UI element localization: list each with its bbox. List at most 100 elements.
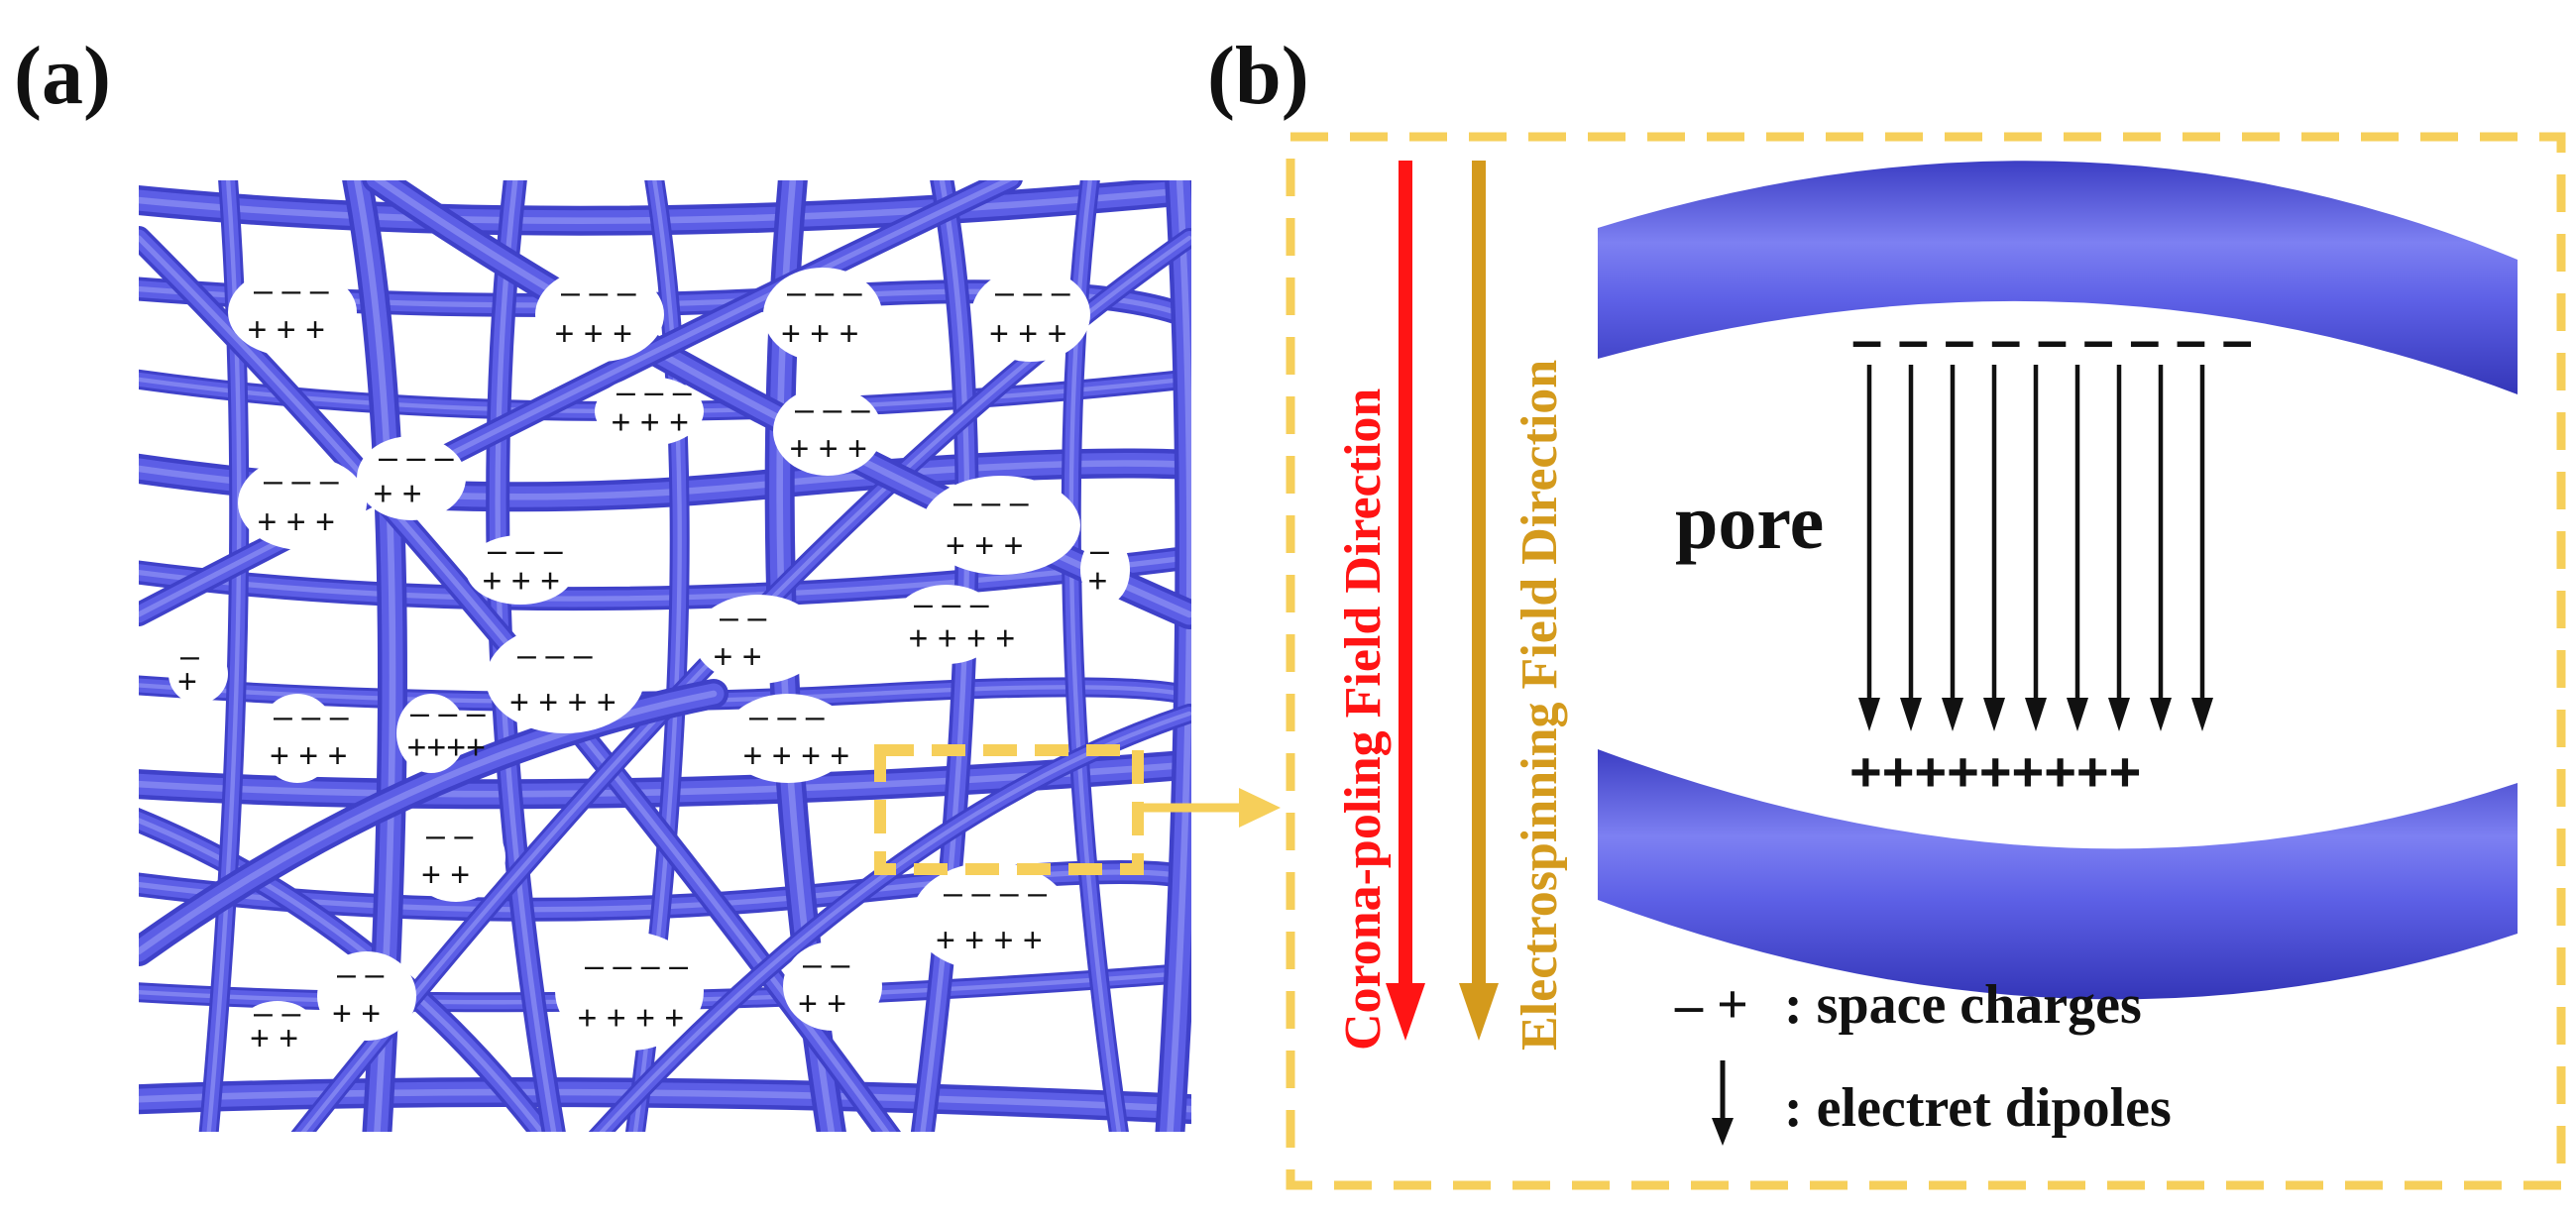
electret-dipole-arrowhead	[2067, 698, 2088, 731]
pore-positive-charges: + + +	[781, 315, 858, 353]
pore-charges: – – –+ + +– – –+ + +– – –+ + +– – –+ + +…	[168, 268, 1130, 1060]
fiber-strand-highlight	[139, 235, 890, 1132]
zoomed-pore-frame	[1286, 132, 2566, 1190]
fiber-strand-highlight	[139, 690, 718, 955]
pore-negative-charges: – – –	[254, 272, 329, 309]
fiber-pore	[773, 387, 882, 476]
zoom-selection-box	[874, 744, 1144, 875]
fiber-pore	[258, 694, 337, 783]
pore-positive-charges: + + +	[258, 503, 335, 541]
panel-b-label: (b)	[1207, 30, 1309, 122]
electret-dipole-arrows	[1858, 365, 2213, 731]
electret-dipole-arrowhead	[1983, 698, 2005, 731]
pore-negative-charges: – – – –	[944, 874, 1047, 912]
fiber-strand-highlight	[920, 180, 970, 1132]
fiber-pore	[595, 377, 704, 446]
corona-field-label: Corona-poling Field Direction	[1335, 388, 1392, 1051]
top-negative-charge-row: – – – – – – – – –	[1851, 308, 2253, 371]
pore-negative-charges: – – –	[274, 698, 349, 735]
electret-dipole-arrowhead	[2025, 698, 2047, 731]
pore-negative-charges: – – –	[787, 274, 862, 311]
fiber-pore	[892, 585, 1001, 664]
fiber-strand-highlight	[139, 186, 1191, 225]
pore-negative-charges: – – –	[379, 438, 454, 476]
pore-positive-charges: + + +	[483, 562, 560, 600]
legend-space-charge-symbols: – +	[1674, 974, 1748, 1036]
pore-negative-charges: – – –	[995, 274, 1070, 311]
fiber-pore	[238, 456, 367, 550]
pore-negative-charges: – – –	[517, 636, 593, 674]
electrospinning-field-arrowhead	[1459, 983, 1499, 1041]
bottom-positive-charge-row: +++++++++	[1849, 740, 2141, 803]
electret-dipole-arrowhead	[1942, 698, 1963, 731]
electret-dipole-arrowhead	[2150, 698, 2172, 731]
pore-negative-charges: – – –	[749, 698, 825, 735]
pore-positive-charges: + +	[250, 1020, 298, 1057]
electret-dipole-arrowhead	[2191, 698, 2213, 731]
fiber-pore	[396, 694, 466, 773]
top-space-charges: – – – – – – – – –	[1851, 308, 2253, 371]
pore-label: pore	[1675, 479, 1824, 565]
pore-positive-charges: + + +	[989, 315, 1066, 353]
electret-dipole-arrowhead	[1858, 698, 1880, 731]
pore-positive-charges: + + +	[946, 527, 1023, 565]
fiber-pore	[912, 862, 1070, 971]
fiber-pore	[486, 624, 644, 733]
pore-negative-charges: – – – –	[585, 947, 688, 985]
corona-field-arrowhead	[1386, 983, 1425, 1041]
pore-positive-charges: + + +	[790, 430, 867, 468]
pore-positive-charges: +	[1088, 562, 1108, 600]
pore-positive-charges: + +	[714, 638, 762, 676]
fiber-pore	[694, 595, 823, 684]
pore-positive-charges: ++++	[407, 729, 486, 767]
fiber-network-panel: – – –+ + +– – –+ + +– – –+ + +– – –+ + +…	[139, 180, 1191, 1132]
zoom-connector-arrowhead	[1239, 788, 1281, 828]
bottom-fiber	[1598, 749, 2518, 1000]
fiber-strand-highlight	[139, 554, 1191, 602]
pore-negative-charges: – – –	[914, 585, 989, 622]
pore-positive-charges: + + + +	[578, 999, 685, 1037]
fiber-pore	[406, 813, 505, 902]
pore-positive-charges: + + + +	[743, 737, 850, 775]
fiber-pore	[724, 694, 852, 783]
pore-negative-charges: – – –	[264, 462, 339, 499]
fiber-strand-highlight	[139, 818, 545, 1132]
pore-negative-charges: – –	[803, 945, 849, 983]
pore-negative-charges: – – –	[616, 374, 692, 411]
pore-positive-charges: + + +	[555, 315, 632, 353]
fiber-pore	[228, 268, 357, 357]
electrospinning-field-label: Electrospinning Field Direction	[1512, 360, 1568, 1051]
fiber-strand-highlight	[139, 180, 1013, 617]
pore-negative-charges: – – –	[488, 532, 563, 570]
pore-negative-charges: – – –	[410, 694, 486, 731]
fiber-strand-highlight	[139, 869, 1191, 913]
legend-dipole-arrowhead	[1712, 1118, 1734, 1146]
fiber-pore	[763, 268, 882, 362]
pore-positive-charges: + +	[374, 476, 422, 513]
pore-negative-charges: – –	[254, 994, 300, 1032]
pore-positive-charges: + + + +	[909, 620, 1016, 658]
pore-negative-charges: – – –	[795, 390, 870, 428]
fiber-pore	[357, 436, 466, 520]
pore-positive-charges: + +	[332, 995, 381, 1033]
pore-positive-charges: + + +	[270, 737, 347, 775]
fiber-pore	[1080, 535, 1130, 605]
fiber-pore	[466, 535, 575, 605]
electret-dipole-arrowhead	[1900, 698, 1922, 731]
legend-electret-dipoles-text: : electret dipoles	[1784, 1077, 2172, 1139]
top-fiber	[1598, 161, 2518, 394]
pore-negative-charges: –	[180, 637, 199, 675]
pore-negative-charges: – – –	[561, 274, 636, 311]
fiber-pore	[555, 932, 704, 1051]
pore-negative-charges: –	[1090, 532, 1109, 570]
pore-negative-charges: – –	[720, 599, 766, 636]
pore-positive-charges: + + + +	[936, 922, 1043, 959]
pore-positive-charges: + + +	[248, 311, 325, 349]
fiber-pore	[168, 644, 228, 704]
pore-positive-charges: + + +	[612, 403, 689, 441]
pore-negative-charges: – –	[426, 817, 473, 854]
pore-negative-charges: – –	[337, 955, 384, 993]
fiber-pore	[238, 1001, 317, 1060]
legend-space-charges-text: : space charges	[1784, 974, 2142, 1036]
fiber-pore	[971, 268, 1090, 362]
